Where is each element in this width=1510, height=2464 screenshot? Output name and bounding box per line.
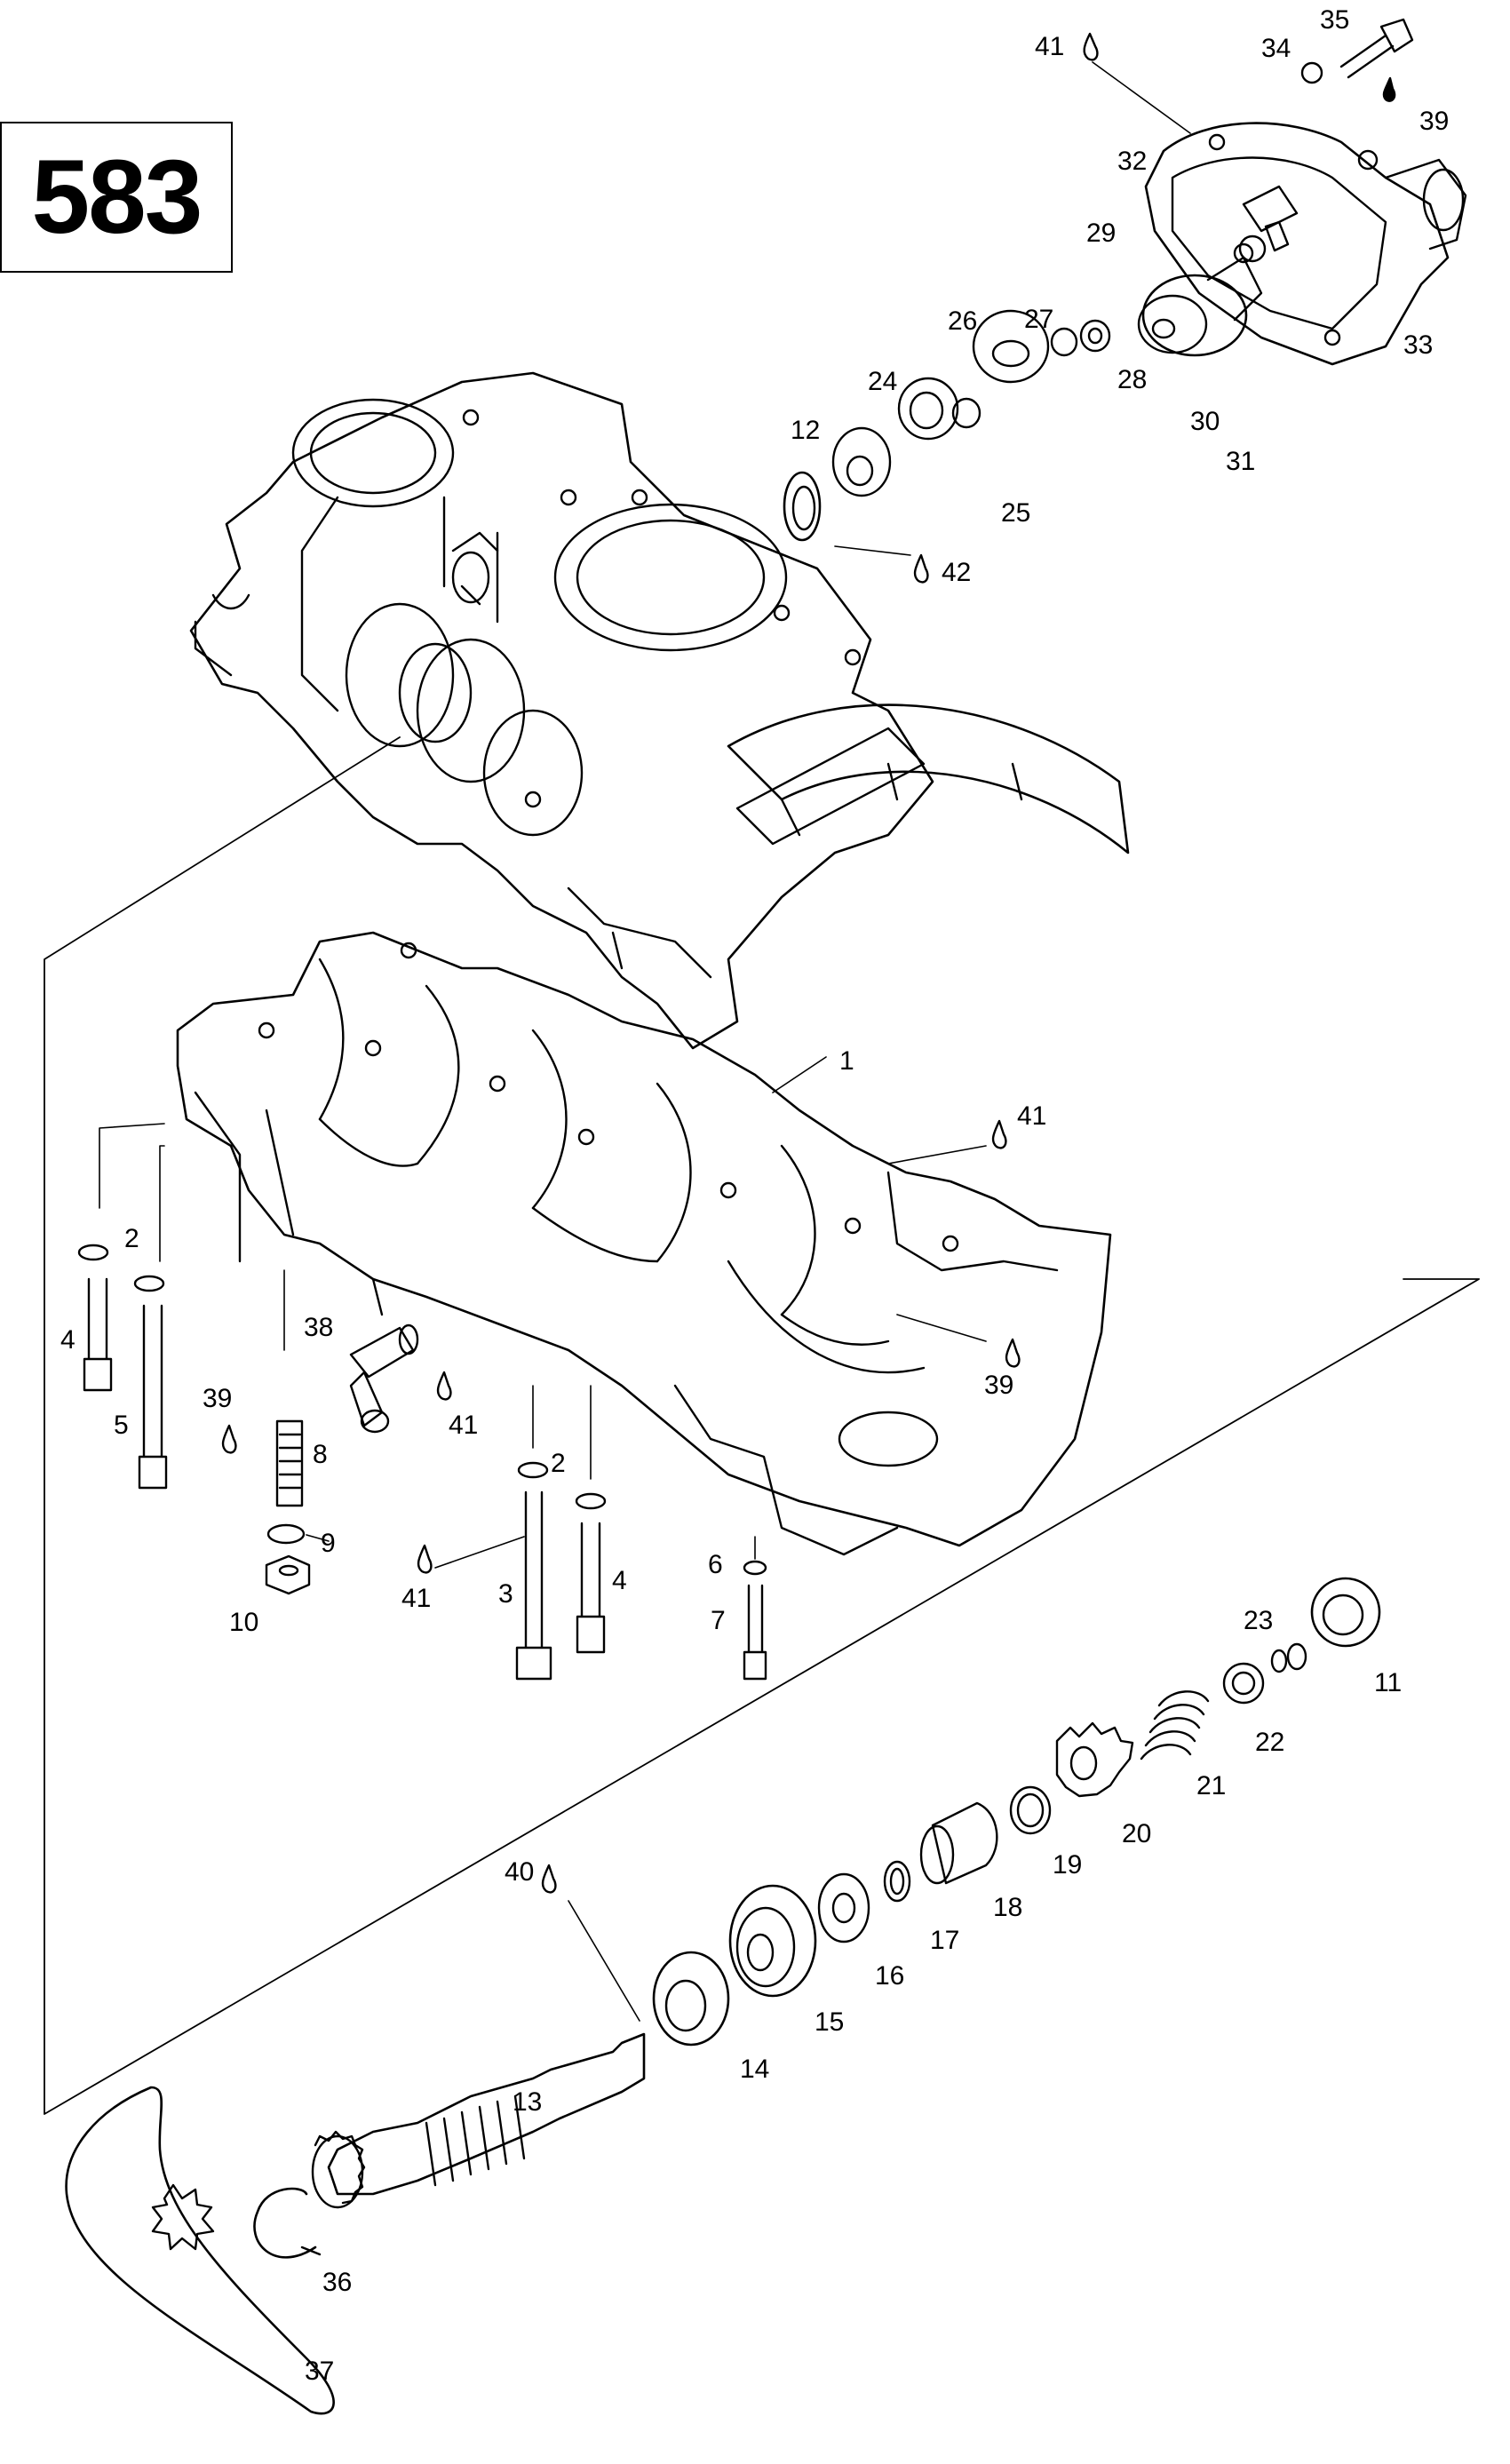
callout-21: 21	[1196, 1771, 1227, 1800]
brackets-center	[532, 1385, 756, 1560]
callout-24: 24	[868, 367, 898, 396]
callout-29: 29	[1086, 219, 1117, 248]
drop-39b	[1005, 1338, 1021, 1368]
callout-31: 31	[1226, 447, 1256, 476]
callout-41: 41	[449, 1411, 479, 1440]
leader-42	[834, 545, 911, 556]
drive-shaft-assembly	[65, 1577, 1381, 2415]
callout-2: 2	[124, 1224, 139, 1253]
drop-41c	[436, 1371, 452, 1401]
callout-8: 8	[313, 1440, 328, 1469]
callout-39: 39	[984, 1371, 1014, 1400]
drop-41b	[991, 1119, 1007, 1149]
leader-9	[306, 1534, 330, 1542]
callout-22: 22	[1255, 1728, 1285, 1757]
callout-41: 41	[1035, 32, 1065, 61]
callout-7: 7	[711, 1606, 726, 1635]
callout-26: 26	[948, 306, 978, 336]
callout-15: 15	[815, 2007, 845, 2037]
lower-crankcase	[176, 931, 1112, 1556]
bolts-center	[515, 1461, 767, 1681]
callout-39: 39	[1419, 107, 1450, 136]
drop-42	[913, 553, 929, 584]
leader-41a	[1092, 61, 1191, 134]
leader-39b	[896, 1314, 987, 1342]
callout-41: 41	[1017, 1101, 1047, 1131]
callout-9: 9	[321, 1529, 336, 1558]
callout-33: 33	[1403, 330, 1434, 360]
callout-13: 13	[513, 2087, 543, 2117]
leader-40	[568, 1900, 640, 2022]
callout-38: 38	[304, 1313, 334, 1342]
callout-2: 2	[551, 1449, 566, 1478]
drop-41a	[1083, 32, 1099, 61]
callout-28: 28	[1117, 365, 1148, 394]
callout-16: 16	[875, 1961, 905, 1991]
callout-37: 37	[305, 2357, 335, 2386]
callout-12: 12	[791, 416, 821, 445]
drop-40	[541, 1864, 557, 1894]
impeller	[1137, 256, 1263, 357]
bolts-left	[77, 1244, 311, 1595]
water-pump-housing	[1144, 122, 1467, 366]
bolt-35	[1339, 18, 1414, 79]
drop-41d	[417, 1544, 433, 1574]
seal-stack-upper	[783, 309, 1111, 542]
washer-34	[1300, 61, 1323, 84]
callout-36: 36	[322, 2268, 353, 2297]
brackets-left	[99, 1123, 285, 1351]
callout-19: 19	[1053, 1850, 1083, 1880]
callout-41: 41	[401, 1584, 432, 1613]
stud-nut	[1233, 220, 1290, 264]
leader-1	[772, 1056, 827, 1093]
callout-32: 32	[1117, 147, 1148, 176]
callout-4: 4	[612, 1566, 627, 1595]
crankcase-frame-lines	[44, 736, 1480, 2115]
callout-27: 27	[1024, 305, 1054, 334]
callout-20: 20	[1122, 1819, 1152, 1848]
model-number: 583	[31, 139, 203, 256]
callout-40: 40	[505, 1857, 535, 1887]
leader-41d	[434, 1536, 525, 1569]
callout-39: 39	[203, 1384, 233, 1413]
callout-17: 17	[930, 1926, 960, 1955]
leader-41b	[887, 1145, 987, 1164]
callout-25: 25	[1001, 498, 1031, 528]
drop-39c	[221, 1424, 237, 1454]
callout-11: 11	[1374, 1668, 1403, 1697]
callout-42: 42	[942, 558, 972, 587]
model-number-box: 583	[0, 122, 233, 273]
elbow-fitting	[349, 1323, 419, 1434]
callout-10: 10	[229, 1608, 259, 1637]
callout-5: 5	[114, 1411, 129, 1440]
callout-6: 6	[708, 1550, 723, 1579]
callout-14: 14	[740, 2055, 770, 2084]
callout-3: 3	[498, 1579, 513, 1609]
callout-4: 4	[60, 1325, 76, 1355]
drop-39a	[1382, 76, 1396, 102]
callout-34: 34	[1261, 34, 1291, 63]
callout-30: 30	[1190, 407, 1220, 436]
callout-1: 1	[839, 1046, 854, 1076]
callout-23: 23	[1244, 1606, 1274, 1635]
upper-crankcase	[189, 371, 1130, 1050]
callout-35: 35	[1320, 5, 1350, 35]
callout-18: 18	[993, 1893, 1023, 1922]
